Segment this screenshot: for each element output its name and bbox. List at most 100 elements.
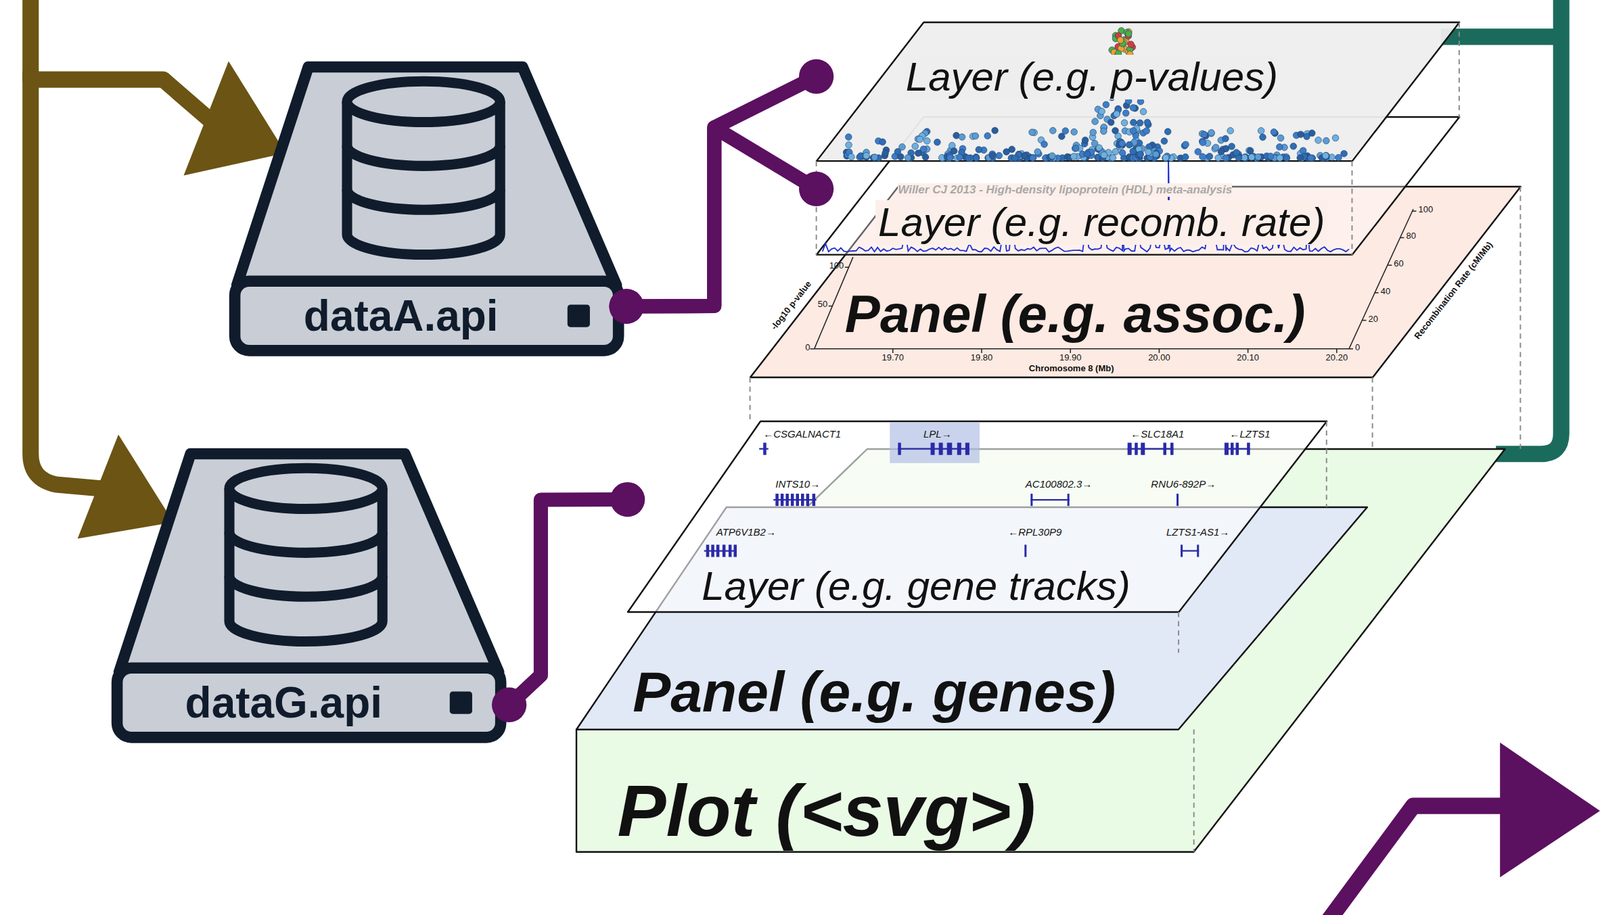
snp-point <box>1267 152 1274 160</box>
snp-point <box>1116 36 1124 44</box>
snp-point <box>882 150 889 157</box>
gene-glyph <box>801 493 805 507</box>
axis-line <box>1387 264 1392 266</box>
label-anchor: ←SLC18A1 <box>1130 428 1184 440</box>
gene-glyph <box>806 493 810 507</box>
connector-dot <box>491 688 527 723</box>
plane-shape <box>750 186 1521 378</box>
snp-point <box>1259 133 1267 141</box>
snp-point <box>934 138 942 146</box>
gene-glyph <box>1134 443 1138 456</box>
input-arrow <box>30 0 210 120</box>
snp-point <box>1122 109 1130 117</box>
label-anchor: 100 <box>1418 204 1434 216</box>
snp-point <box>972 154 980 162</box>
snp-point <box>1003 148 1011 156</box>
snp-point <box>1058 133 1066 141</box>
gene-glyph <box>795 493 799 507</box>
snp-point <box>1248 154 1255 162</box>
label-anchor: Willer CJ 2013 - High-density lipoprotei… <box>897 183 1232 197</box>
snp-point <box>1100 151 1108 159</box>
tick-label: 0 <box>805 343 810 354</box>
api-label: dataG.api <box>119 668 448 739</box>
snp-point <box>911 142 919 150</box>
snp-point <box>1217 148 1225 155</box>
dashed-guide <box>1458 22 1460 118</box>
layer-plane: Layer (e.g. gene tracks) <box>627 421 1327 613</box>
snp-point <box>1125 30 1132 38</box>
label-anchor: 0 <box>1355 343 1360 354</box>
data-connector <box>626 76 817 307</box>
snp-point <box>1136 119 1144 127</box>
gene-glyph <box>790 493 795 507</box>
snp-point <box>1129 148 1137 155</box>
snp-point <box>1102 101 1110 109</box>
panel-plane: Panel (e.g. genes) <box>576 507 1368 730</box>
gene-glyph <box>728 544 733 557</box>
gene-glyph <box>947 443 953 456</box>
snp-point <box>995 152 1003 159</box>
snp-point <box>1112 127 1119 134</box>
snp-point <box>1127 41 1135 49</box>
snp-point <box>1081 136 1089 144</box>
snp-point <box>956 154 964 162</box>
axis-line <box>810 348 815 350</box>
gene-glyph <box>1127 443 1132 456</box>
snp-point <box>964 154 972 162</box>
gene-glyph <box>1067 493 1070 507</box>
input-arrow <box>30 71 103 490</box>
snp-point <box>1332 134 1339 142</box>
snp-point <box>989 152 996 159</box>
snp-point <box>1290 142 1297 150</box>
snp-point <box>1070 153 1078 161</box>
label-anchor: 19.70 <box>893 353 916 364</box>
gene-glyph <box>897 443 902 456</box>
gene-glyph <box>706 544 710 557</box>
arrow-head <box>77 435 174 540</box>
database-icon <box>567 305 590 328</box>
label-anchor: ←CSGALNACT1 <box>763 428 841 440</box>
snp-point <box>1139 108 1147 116</box>
label-anchor: 20.20 <box>1336 353 1360 364</box>
gene-glyph <box>775 493 779 507</box>
tick-label: 100 <box>829 261 845 272</box>
tick-label: 80 <box>1405 231 1416 242</box>
gene-name: ←SLC18A1 <box>1130 428 1184 440</box>
output-arrow-line <box>1326 806 1511 915</box>
snp-point <box>1283 154 1291 162</box>
snp-point <box>1222 135 1230 143</box>
snp-point <box>1254 153 1262 161</box>
label-anchor: INTS10→ <box>775 478 820 490</box>
gene-glyph <box>1180 544 1183 557</box>
snp-point <box>1307 154 1315 162</box>
gene-name: INTS10→ <box>775 478 820 490</box>
gene-glyph <box>711 544 715 557</box>
tick-label: 19.70 <box>881 353 904 364</box>
snp-point <box>871 154 879 162</box>
database-icon <box>347 81 500 123</box>
connector-dot <box>798 171 834 207</box>
gene-glyph <box>722 544 726 557</box>
label-anchor: Chromosome 8 (Mb) <box>1071 363 1157 375</box>
snp-point <box>1029 129 1036 136</box>
snp-point <box>1162 154 1170 162</box>
label-anchor: 40 <box>1380 286 1391 297</box>
snp-point <box>1049 127 1057 134</box>
snp-point <box>1160 138 1168 145</box>
label-anchor: LZTS1-AS1→ <box>1166 526 1230 538</box>
snp-point <box>1322 137 1330 145</box>
snp-point <box>1113 110 1121 118</box>
axis-line <box>1374 292 1379 294</box>
snp-point <box>1199 139 1207 147</box>
label-anchor: ←LZTS1 <box>1229 428 1270 440</box>
axis-title: Chromosome 8 (Mb) <box>1029 363 1115 375</box>
snp-point <box>1089 129 1097 136</box>
label-anchor: 80 <box>1405 231 1416 242</box>
snp-point <box>1322 152 1330 160</box>
gene-glyph <box>1176 493 1179 507</box>
gene-glyph <box>1030 493 1033 507</box>
snp-point <box>923 138 931 145</box>
gene-glyph <box>1236 443 1240 456</box>
snp-point <box>1308 129 1316 137</box>
gene-glyph <box>930 443 935 456</box>
